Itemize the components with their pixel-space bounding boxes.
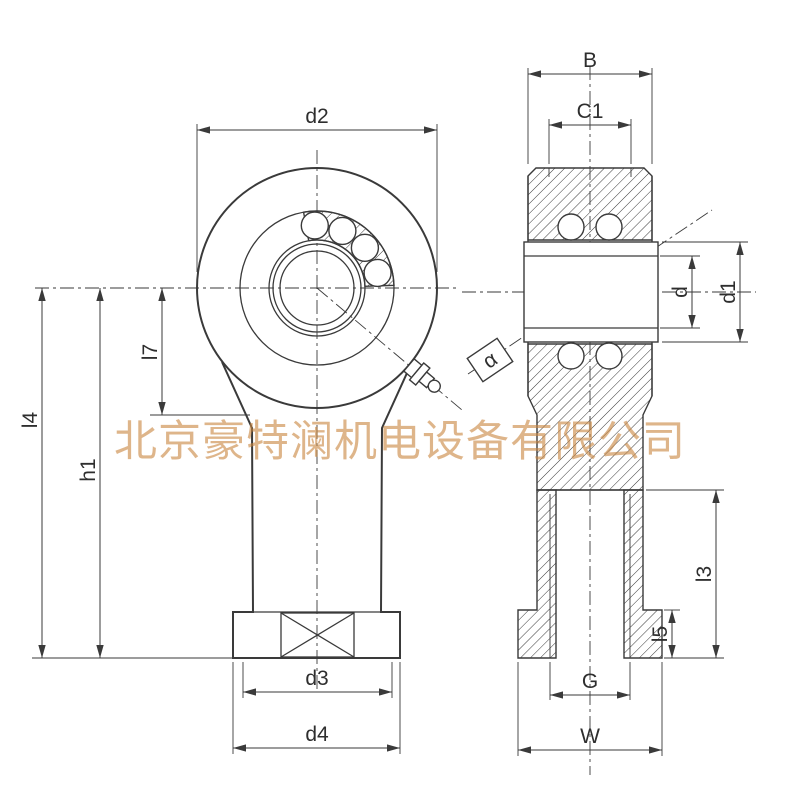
front-view [35, 150, 463, 690]
dimension-l4: l4 [19, 288, 233, 659]
shank-wall-right [623, 489, 663, 659]
dim-label-d3: d3 [305, 667, 328, 690]
dimension-l5: l5 [649, 609, 680, 658]
bearing-ball [363, 258, 392, 288]
misalignment-axis-line [467, 209, 713, 375]
dimension-l3: l3 [646, 489, 724, 659]
bearing-ball [595, 342, 623, 370]
head-outer-circle [196, 167, 438, 409]
dimension-d3: d3 [242, 662, 393, 698]
dim-label-d: d [669, 286, 692, 298]
dimensions-front: d2 l7 h1 l4 d3 d4 [19, 105, 438, 754]
housing-top-section [527, 167, 653, 241]
side-view [462, 66, 756, 775]
bearing-ball [557, 342, 585, 370]
grease-fitting [402, 357, 441, 393]
dim-label-l7: l7 [139, 344, 162, 360]
dim-label-d1: d1 [717, 280, 740, 303]
dimension-h1: h1 [77, 288, 104, 658]
housing-bottom-section [527, 343, 653, 491]
dim-label-B: B [583, 49, 597, 72]
bore-chamfer-circle [272, 243, 362, 333]
dimension-l7: l7 [139, 288, 250, 416]
bearing-ball [328, 216, 357, 246]
bore-circle [279, 250, 355, 326]
bearing-ball [557, 213, 585, 241]
dim-label-G: G [582, 670, 598, 693]
bearing-ball [300, 211, 329, 240]
dim-label-d4: d4 [305, 723, 329, 746]
dimension-C1: C1 [548, 100, 632, 164]
dimension-B: B [527, 49, 653, 164]
dim-label-W: W [580, 725, 600, 748]
dimension-d2: d2 [196, 105, 438, 272]
dimension-d1: d1 [662, 241, 748, 343]
dimension-d4: d4 [232, 662, 401, 754]
dim-label-d2: d2 [305, 105, 328, 128]
watermark-text: 北京豪特澜机电设备有限公司 [114, 418, 686, 466]
dimension-G: G [549, 662, 631, 700]
dim-label-C1: C1 [577, 100, 604, 123]
dim-label-h1: h1 [77, 458, 100, 481]
front-diagonal-centerline [316, 287, 463, 411]
dimension-d: d [660, 255, 700, 329]
dimensions-side: B C1 d d1 α l3 [466, 49, 748, 756]
misalignment-angle-label: α [466, 337, 514, 383]
wrench-flat-box [280, 612, 355, 658]
dim-label-l5: l5 [649, 626, 672, 642]
dimension-W: W [517, 662, 663, 756]
dim-label-l3: l3 [693, 566, 716, 582]
bearing-ball [595, 213, 623, 241]
inner-ring-band [523, 241, 659, 343]
bearing-ball [350, 233, 380, 263]
dim-label-l4: l4 [19, 412, 42, 429]
body-outline [221, 361, 413, 659]
